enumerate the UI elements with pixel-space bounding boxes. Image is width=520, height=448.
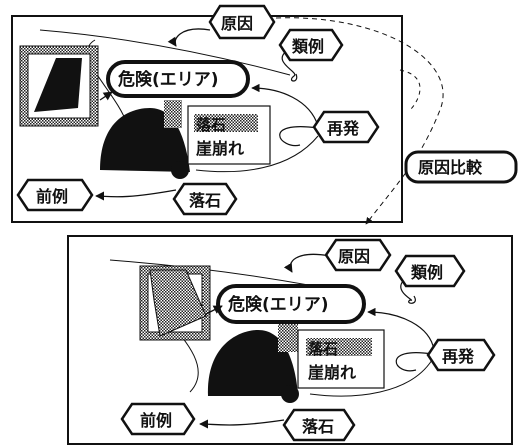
bottom-arrow-card-curve	[309, 359, 433, 397]
top-arrow-recurrence-loop	[279, 126, 319, 147]
bottom-cause-label: 原因	[338, 247, 370, 266]
cause-compare-node[interactable]: 原因比較	[404, 150, 518, 184]
top-dither-column	[164, 100, 182, 128]
bottom-node-precedent[interactable]: 前例	[120, 402, 196, 436]
bottom-center-label: 危険(エリア)	[227, 294, 329, 315]
bottom-arrow-cause	[283, 253, 331, 273]
top-arrow-card-curve	[195, 135, 319, 173]
top-arrow-similar	[281, 49, 298, 82]
top-image-shape	[34, 58, 82, 112]
bottom-card-bottom-text: 崖崩れ	[307, 363, 356, 382]
bottom-similar-label: 類例	[410, 263, 443, 282]
bottom-image-shape	[149, 269, 207, 337]
bottom-node-similar[interactable]: 類例	[394, 254, 466, 288]
top-panel: 落石 崖崩れ 危険(エリア) 原因 類例 再発 落石	[11, 4, 403, 223]
bottom-card-highlight	[306, 338, 372, 356]
bottom-arrow-recurrence-loop	[395, 352, 433, 372]
top-curve-line	[39, 29, 291, 76]
bottom-arrow-rockfall	[199, 419, 285, 429]
bottom-node-recurrence[interactable]: 再発	[426, 338, 496, 372]
connector-dashed-2	[399, 69, 421, 111]
top-node-precedent[interactable]: 前例	[16, 178, 94, 212]
cause-compare-label: 原因比較	[418, 158, 483, 177]
top-arrow-rockfall	[95, 189, 177, 201]
bottom-rock	[281, 385, 299, 403]
top-rock	[171, 161, 189, 179]
bottom-dither-column	[278, 322, 298, 352]
top-node-cause[interactable]: 原因	[208, 4, 276, 40]
bottom-panel-frame	[67, 235, 513, 445]
bottom-center-pill[interactable]	[216, 284, 366, 324]
connector-dashed	[275, 17, 444, 225]
top-node-recurrence[interactable]: 再発	[312, 110, 380, 144]
bottom-mound	[207, 330, 298, 396]
bottom-panel: 落石 崖崩れ 危険(エリア) 原因 類例 再発 落石	[67, 235, 513, 445]
top-arrow-recurrence	[251, 83, 319, 127]
top-recurrence-label: 再発	[327, 119, 360, 138]
top-rockfall-label: 落石	[189, 191, 221, 210]
bottom-rockfall-label: 落石	[302, 417, 334, 436]
top-cause-label: 原因	[221, 14, 253, 33]
top-center-label: 危険(エリア)	[117, 69, 219, 90]
bottom-node-cause[interactable]: 原因	[324, 238, 392, 272]
top-panel-frame	[11, 15, 403, 223]
bottom-arrow-recurrence	[367, 307, 435, 351]
top-arrow-to-pill	[99, 91, 113, 101]
top-precedent-label: 前例	[36, 187, 68, 206]
top-node-similar[interactable]: 類例	[278, 28, 344, 62]
bottom-node-rockfall[interactable]: 落石	[282, 408, 356, 442]
bottom-arrow-to-pill	[205, 305, 223, 315]
top-similar-label: 類例	[291, 37, 324, 56]
top-arrow-cause	[167, 28, 211, 47]
bottom-recurrence-label: 再発	[442, 347, 475, 366]
top-card-bottom-text: 崖崩れ	[195, 139, 244, 158]
top-node-rockfall[interactable]: 落石	[172, 182, 238, 216]
top-center-pill[interactable]	[106, 60, 250, 98]
bottom-precedent-label: 前例	[140, 411, 172, 430]
top-card-highlight	[194, 114, 258, 132]
top-card-top-text: 落石	[196, 116, 226, 134]
bottom-arrow-similar	[400, 279, 416, 304]
bottom-card-top-text: 落石	[308, 340, 338, 358]
